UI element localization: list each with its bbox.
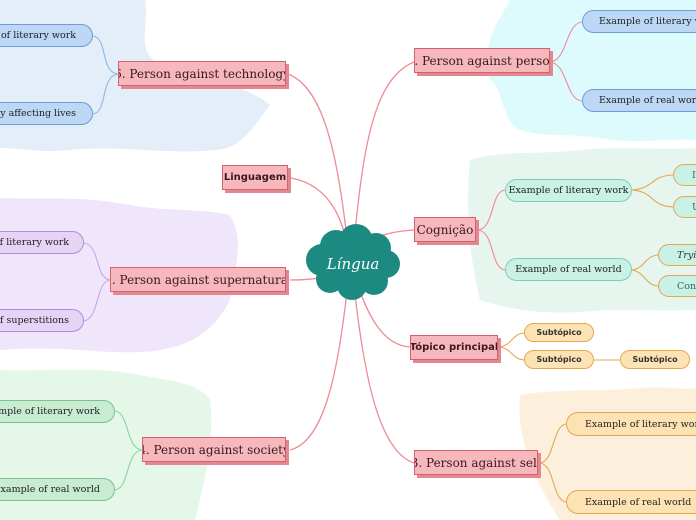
connector-self-sub-1 (539, 423, 567, 464)
connector-person-sub-1 (549, 21, 583, 63)
subtopic-topico-3[interactable]: Subtópico (620, 350, 690, 369)
sub-connectors (83, 21, 674, 503)
connector-cognicao-grand-1 (631, 174, 674, 191)
topic-person-against-society[interactable]: 4. Person against society (142, 437, 286, 462)
connector-supernatural-sub-2 (83, 279, 111, 322)
subtopic-person-literary[interactable]: Example of literary wor (582, 10, 696, 33)
connector-topico-sub-1 (499, 332, 525, 348)
topic-person-against-self[interactable]: 3. Person against self (414, 450, 538, 475)
subtopic-self-real-world[interactable]: Example of real world (566, 490, 696, 514)
connector-supernatural-sub-1 (83, 242, 111, 281)
subtopic-technology-literary[interactable]: le of literary work (0, 24, 93, 47)
connector-person-sub-2 (549, 61, 583, 102)
subtopic-cognicao-item-2[interactable]: U (673, 196, 696, 218)
central-cloud[interactable] (306, 224, 400, 300)
subtopic-cognicao-item-1[interactable]: I (673, 164, 696, 186)
topic-person-against-person[interactable]: 1. Person against person (414, 48, 550, 73)
connector-society (289, 267, 351, 451)
connector-topico-sub-2 (499, 346, 525, 361)
subtopic-self-literary[interactable]: Example of literary work (566, 412, 696, 436)
subtopic-society-literary[interactable]: xample of literary work (0, 400, 115, 423)
subtopic-technology-lives[interactable]: ogy affecting lives (0, 102, 93, 125)
topic-person-against-technology[interactable]: 6. Person against technology (118, 61, 286, 86)
topic-cognicao[interactable]: Cognição (414, 217, 476, 242)
connector-cognicao-sub-2 (477, 229, 506, 271)
central-topic-label: Língua (326, 255, 380, 273)
connector-self-sub-2 (539, 462, 567, 503)
connector-cognicao-sub-1 (477, 189, 506, 231)
subtopic-person-real-world[interactable]: Example of real world (582, 89, 696, 112)
subtopic-cognicao-real-world[interactable]: Example of real world (505, 258, 632, 281)
topic-linguagem[interactable]: Linguagem (222, 165, 288, 190)
connector-society-sub-1 (114, 410, 143, 451)
subtopic-cognicao-literary[interactable]: Example of literary work (505, 179, 632, 202)
connector-society-sub-2 (114, 449, 143, 491)
connector-technology-sub-1 (92, 35, 119, 75)
subtopic-society-real-world[interactable]: Example of real world (0, 478, 115, 501)
connector-technology-sub-2 (92, 73, 119, 115)
topic-topico-principal[interactable]: Tópico principal (410, 335, 498, 360)
connector-cognicao-grand-4 (631, 269, 659, 287)
connector-self (351, 267, 415, 464)
connector-cognicao-grand-2 (631, 189, 674, 208)
subtopic-topico-2[interactable]: Subtópico (524, 350, 594, 369)
subtopic-cognicao-item-4[interactable]: Conf (658, 275, 696, 297)
connector-cognicao-grand-3 (631, 254, 659, 271)
subtopic-supernatural-literary[interactable]: of literary work (0, 231, 84, 254)
subtopic-topico-1[interactable]: Subtópico (524, 323, 594, 342)
subtopic-cognicao-item-3[interactable]: Tryi (658, 244, 696, 266)
subtopic-supernatural-superstitions[interactable]: of superstitions (0, 309, 84, 332)
topic-person-against-supernatural[interactable]: 5. Person against supernatural (110, 267, 286, 292)
